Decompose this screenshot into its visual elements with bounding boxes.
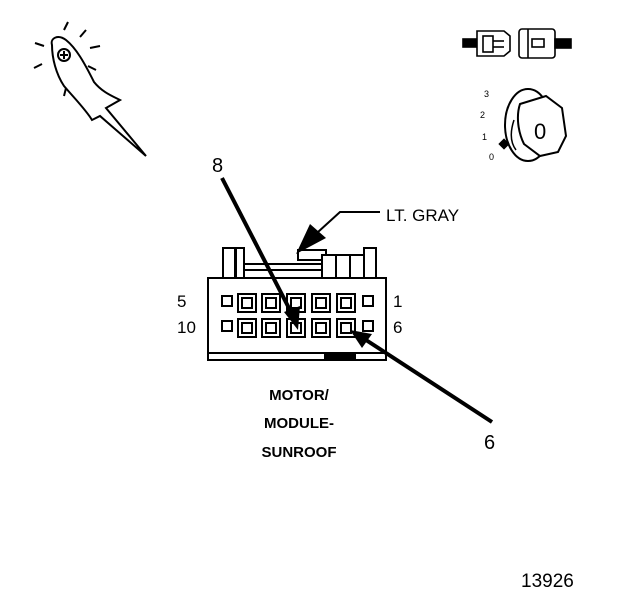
test-probe-icon — [33, 21, 147, 157]
probe-label-upper: 8 — [212, 155, 223, 177]
ignition-key-icon: 3 2 1 0 0 — [480, 88, 568, 162]
connector-name-line-1: MOTOR/ — [269, 387, 330, 404]
ignition-position-0: 0 — [489, 152, 494, 162]
figure-number: 13926 — [521, 571, 574, 592]
ignition-position-1: 1 — [482, 132, 487, 142]
connector-name-line-2: MODULE- — [264, 415, 334, 432]
ignition-position-3: 3 — [484, 89, 489, 99]
probe-leader-lower: 6 — [350, 330, 495, 454]
ignition-position-2: 2 — [480, 110, 485, 120]
color-label: LT. GRAY — [386, 206, 459, 225]
pin-label-top-left: 5 — [177, 292, 186, 311]
connector-name-line-3: SUNROOF — [262, 444, 337, 461]
pin-label-top-right: 1 — [393, 292, 402, 311]
probe-label-lower: 6 — [484, 432, 495, 454]
pin-label-bottom-left: 10 — [177, 318, 196, 337]
pin-label-bottom-right: 6 — [393, 318, 402, 337]
color-callout: LT. GRAY — [296, 206, 459, 254]
ignition-key-letter: 0 — [534, 119, 546, 144]
probe-leader-upper: 8 — [212, 155, 300, 330]
disconnected-connector-icon — [462, 28, 572, 59]
